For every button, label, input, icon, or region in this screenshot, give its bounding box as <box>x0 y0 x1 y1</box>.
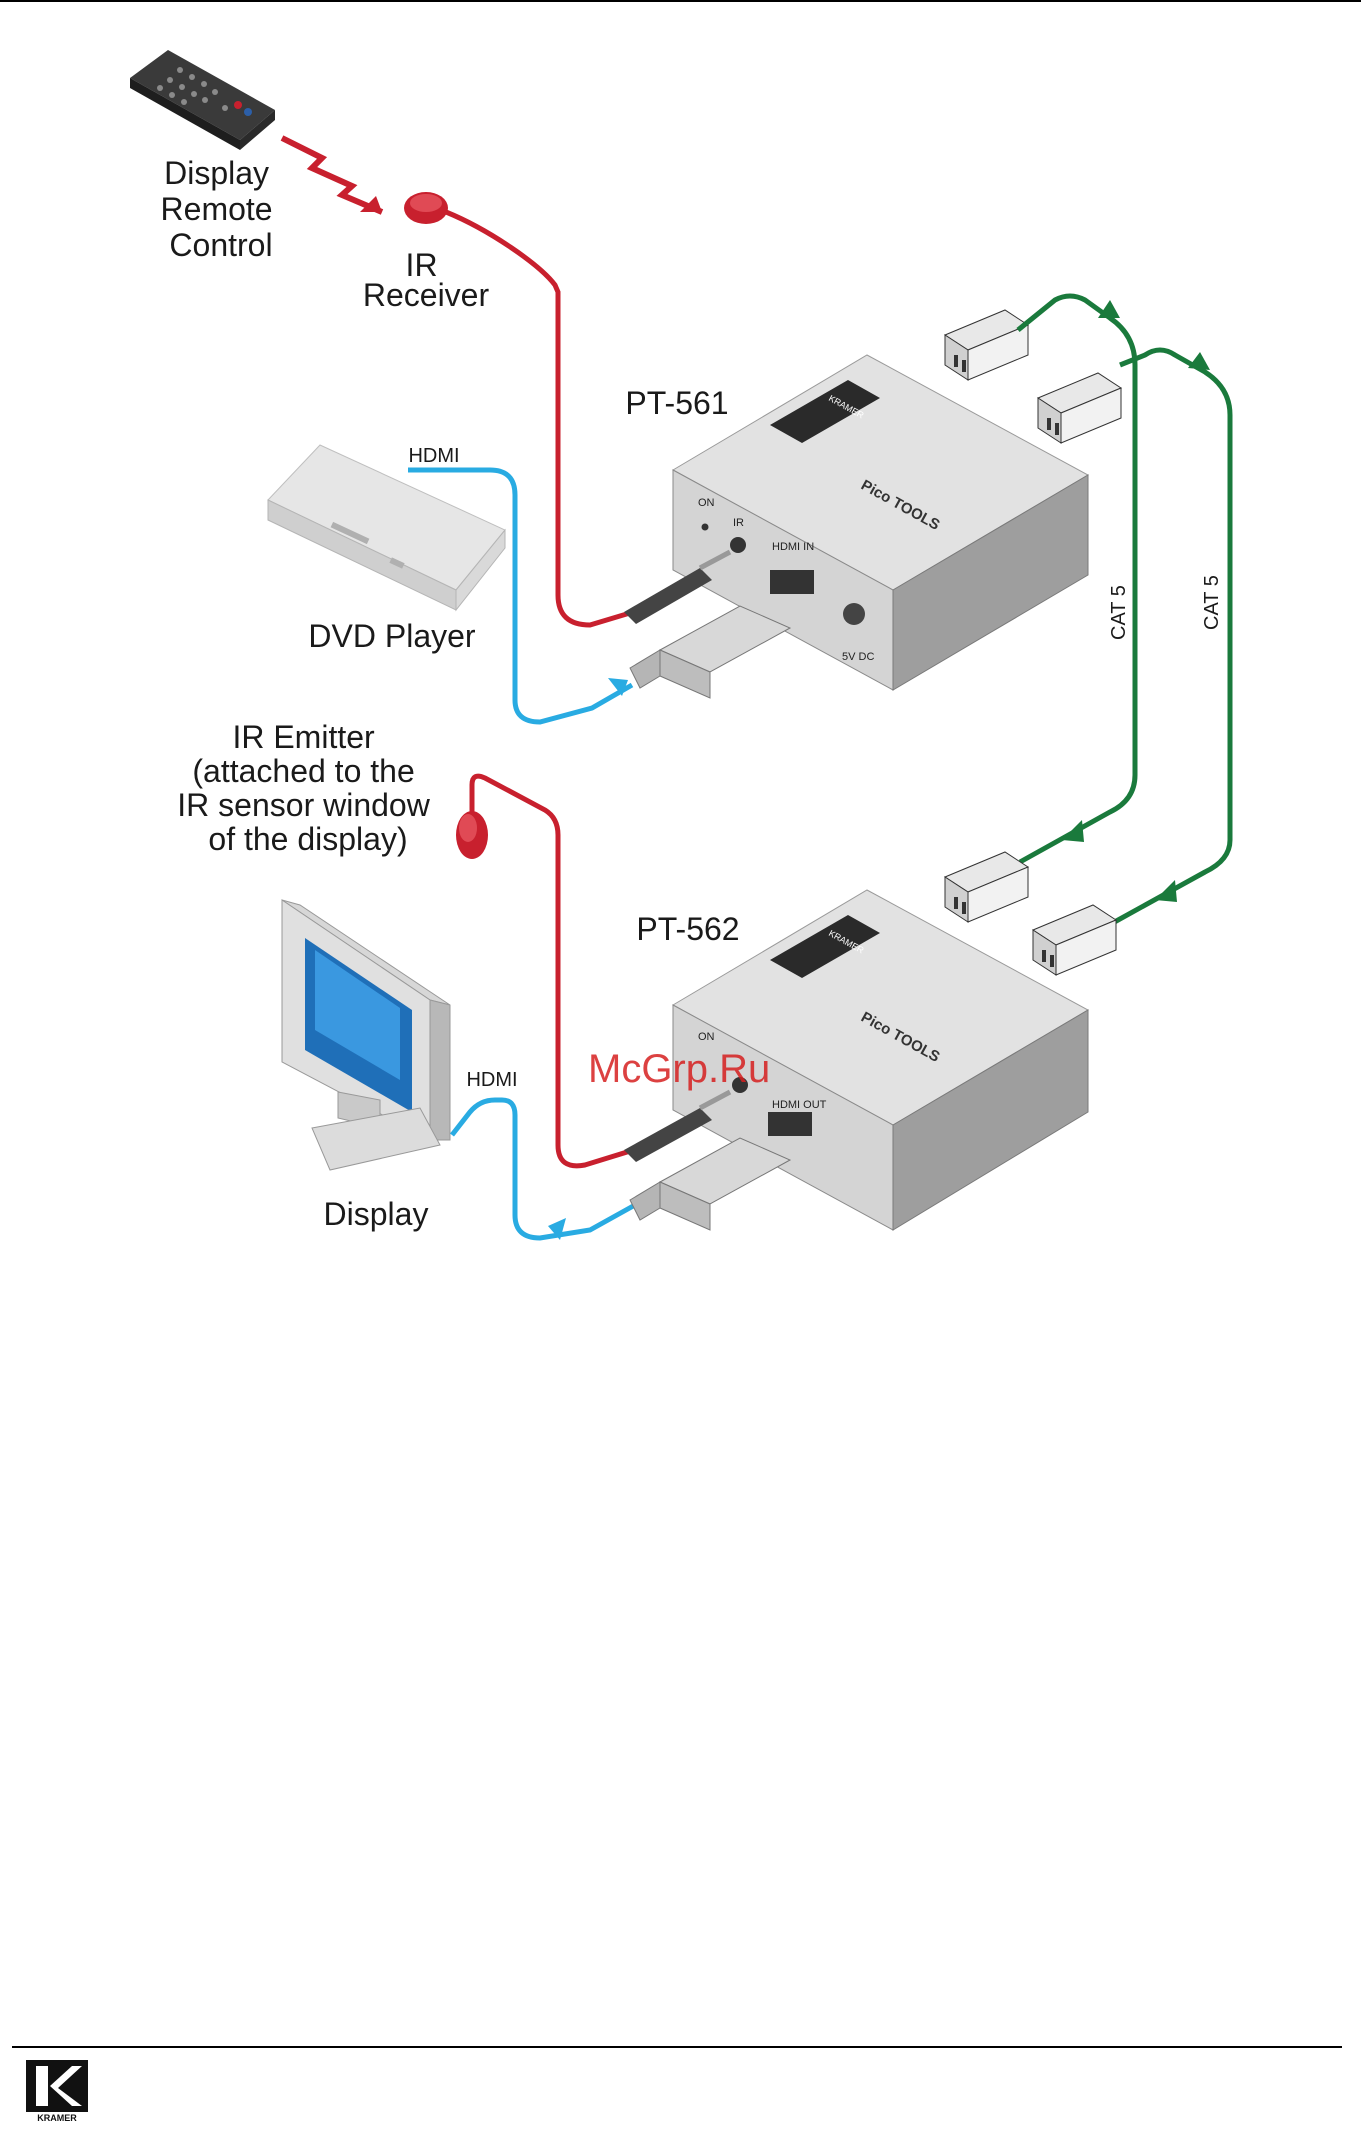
footer-logo-text: KRAMER <box>37 2113 77 2123</box>
ir-signal-icon <box>282 138 382 212</box>
ir-receiver-label: IR Receiver <box>363 247 490 313</box>
pt-561-ir-label: IR <box>733 517 744 529</box>
pt-561-hdmi-in-label: HDMI IN <box>772 541 814 553</box>
hdmi-cable-bottom <box>452 1100 635 1238</box>
pt-561-on-label: ON <box>698 497 715 509</box>
hdmi-label-top: HDMI <box>408 445 459 467</box>
remote-control-icon <box>130 50 275 150</box>
kramer-logo-icon: KRAMER <box>22 2058 98 2124</box>
watermark: McGrp.Ru <box>588 1047 770 1091</box>
pt-562-label: PT-562 <box>636 911 739 947</box>
footer-rule <box>12 2046 1342 2048</box>
remote-label: Display Remote Control <box>161 155 282 263</box>
pt-561-hdmi-plug <box>630 606 790 698</box>
hdmi-label-bottom: HDMI <box>466 1069 517 1091</box>
pt-562-on-label: ON <box>698 1031 715 1043</box>
ir-emitter-label: IR Emitter (attached to the IR sensor wi… <box>177 719 438 857</box>
ir-emitter-icon <box>456 811 488 859</box>
dvd-player-label: DVD Player <box>308 618 476 654</box>
pt-562-hdmi-out-label: HDMI OUT <box>772 1099 827 1111</box>
display-label: Display <box>324 1196 429 1232</box>
cat5-label-right: CAT 5 <box>1201 575 1223 630</box>
ir-emitter-cable <box>472 776 640 1166</box>
rj45-connector-top-1 <box>945 310 1028 380</box>
ir-receiver-icon <box>404 192 448 224</box>
display-monitor-icon <box>282 900 450 1170</box>
rj45-connector-bottom-2 <box>1033 905 1116 975</box>
rj45-connector-top-2 <box>1038 373 1121 443</box>
rj45-connector-bottom-1 <box>945 852 1028 922</box>
cat5-label-left: CAT 5 <box>1108 585 1130 640</box>
pt-561-power-label: 5V DC <box>842 651 874 663</box>
pt-561-label: PT-561 <box>625 385 728 421</box>
